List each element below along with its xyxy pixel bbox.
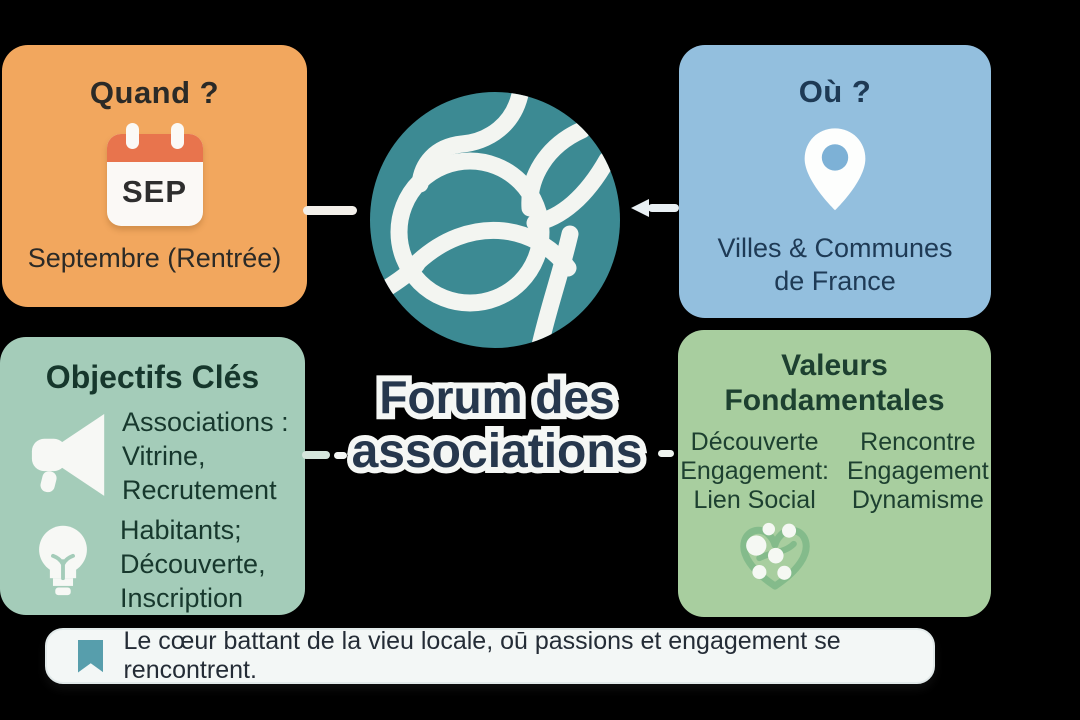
- connector-quand-globe: [303, 206, 357, 215]
- objectifs-item-habitants: Habitants; Découverte, Inscription: [36, 513, 296, 615]
- calendar-header: [106, 134, 203, 162]
- footer-banner: Le cœur battant de la vieu locale, oū pa…: [45, 627, 935, 684]
- valeurs-col-left: Découverte Engagement: Lien Social: [680, 428, 829, 515]
- quand-card: Quand ? SEP Septembre (Rentrée): [2, 45, 307, 307]
- valeur-item: Engagement: [846, 457, 989, 485]
- valeur-item: Découverte: [690, 428, 819, 456]
- objectifs-line: Recrutement: [122, 475, 277, 505]
- calendar-icon: SEP: [106, 123, 203, 229]
- objectifs-title: Objectifs Clés: [45, 359, 260, 395]
- lightbulb-icon: [36, 517, 90, 612]
- objectifs-line: Vitrine,: [122, 441, 206, 471]
- objectifs-card: Objectifs Clés Associations : Vitrine, R…: [0, 337, 305, 615]
- calendar-body: SEP: [106, 134, 203, 226]
- calendar-peg: [125, 123, 139, 149]
- globe-logo-icon: [370, 92, 620, 353]
- connector-arrow-icon: [631, 199, 649, 217]
- valeurs-columns: Découverte Engagement: Lien Social Renco…: [678, 428, 991, 515]
- objectifs-item-text: Habitants; Découverte, Inscription: [120, 513, 266, 615]
- objectifs-line: Habitants;: [120, 515, 242, 545]
- objectifs-line: Associations :: [122, 407, 289, 437]
- valeur-item: Rencontre: [860, 428, 976, 456]
- heart-community-icon: [736, 516, 814, 605]
- objectifs-line: Découverte,: [120, 549, 266, 579]
- objectifs-item-associations: Associations : Vitrine, Recrutement: [30, 405, 290, 507]
- ou-line1: Villes & Communes: [717, 233, 953, 263]
- footer-text: Le cœur battant de la vieu locale, oū pa…: [123, 627, 841, 684]
- valeur-item: Engagement:: [680, 457, 829, 485]
- ou-line2: de France: [774, 266, 896, 296]
- valeurs-title-line2: Fondamentales: [724, 384, 945, 417]
- megaphone-icon: [30, 408, 108, 505]
- ou-title: Où ?: [798, 74, 872, 109]
- bookmark-icon: [78, 639, 104, 673]
- title-dash-right: [658, 450, 674, 457]
- calendar-peg: [170, 123, 184, 149]
- objectifs-line: Inscription: [120, 583, 244, 613]
- quand-title: Quand ?: [89, 75, 220, 110]
- connector-objectifs-title: [302, 451, 330, 459]
- ou-card: Où ? Villes & Communes de France: [679, 45, 991, 318]
- valeurs-col-right: Rencontre Engagement Dynamisme: [847, 428, 989, 515]
- valeurs-title: Valeurs Fondamentales: [678, 348, 991, 418]
- title-dash-left: [334, 452, 347, 459]
- objectifs-item-text: Associations : Vitrine, Recrutement: [122, 405, 289, 507]
- valeurs-title-line1: Valeurs: [781, 349, 888, 382]
- location-pin-icon: [802, 122, 868, 218]
- calendar-month-label: SEP: [121, 174, 188, 209]
- valeurs-card: Valeurs Fondamentales Découverte Engagem…: [678, 330, 991, 617]
- valeur-item: Dynamisme: [851, 486, 984, 514]
- connector-globe-ou: [648, 204, 679, 212]
- valeur-item: Lien Social: [693, 486, 816, 514]
- quand-subtitle: Septembre (Rentrée): [27, 243, 282, 273]
- ou-text: Villes & Communes de France: [717, 232, 952, 298]
